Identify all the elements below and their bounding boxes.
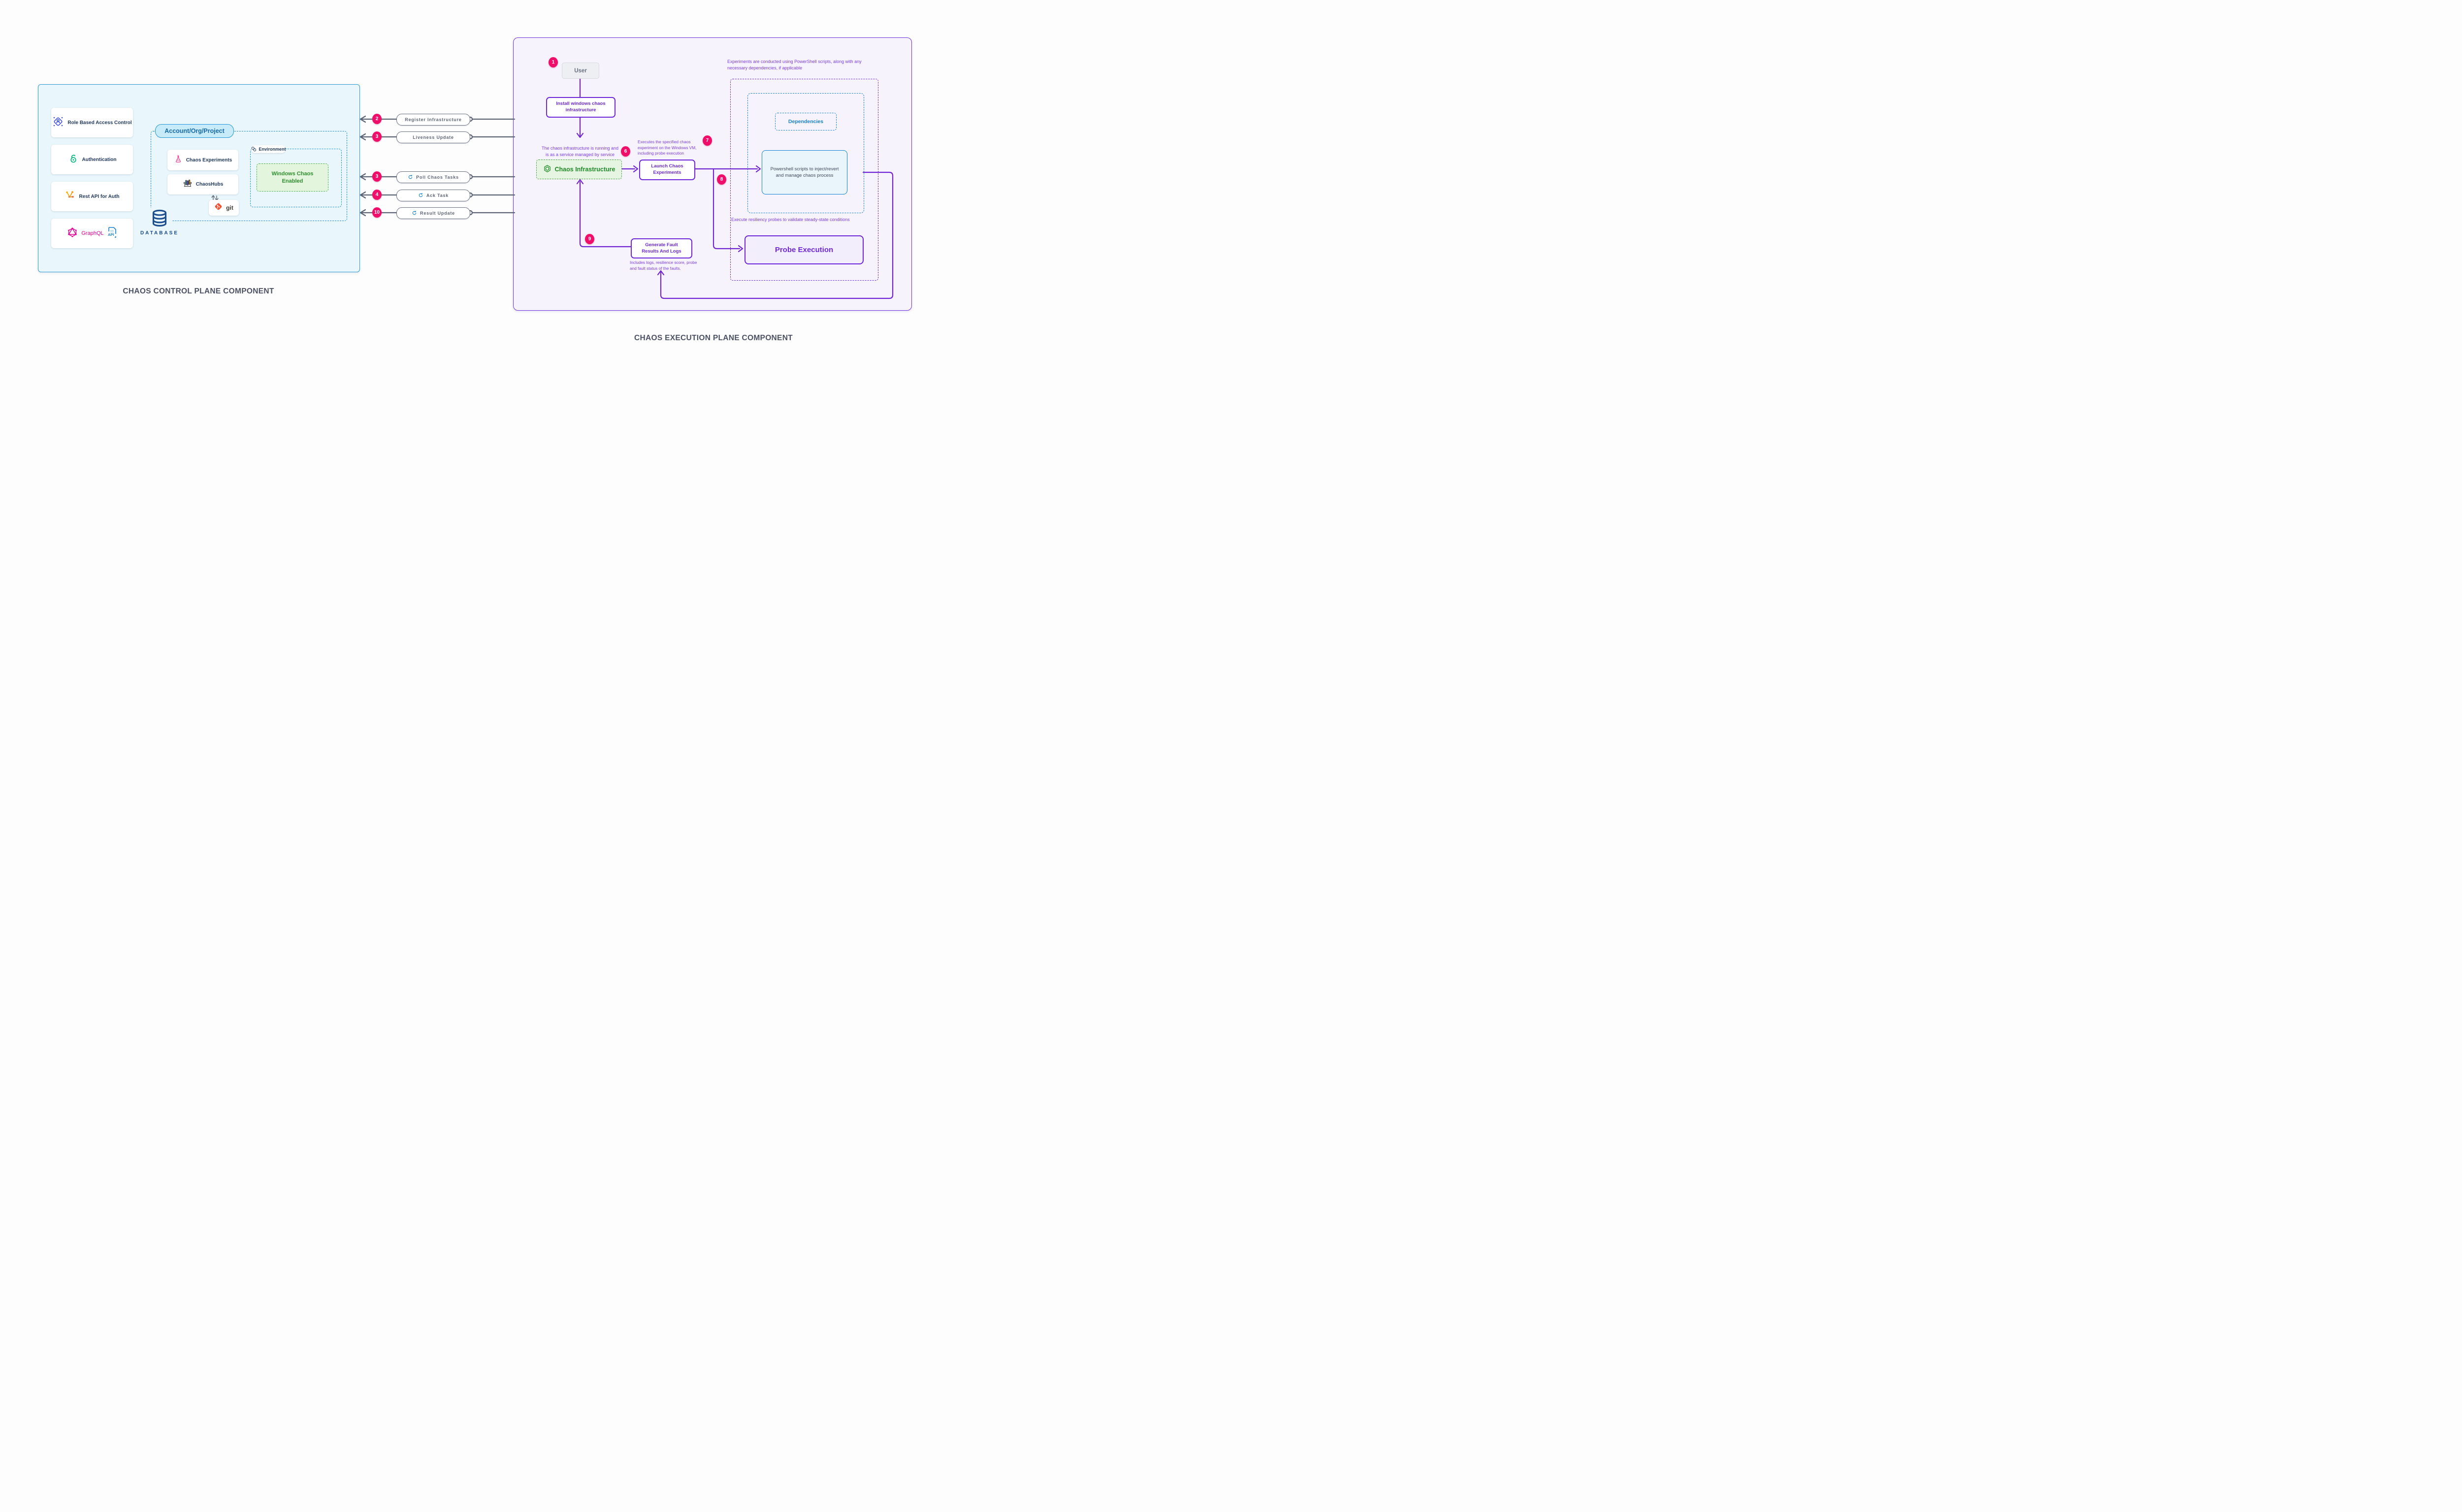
hub-git-sync-arrows: [211, 195, 219, 201]
account-org-project-pill: Account/Org/Project: [155, 124, 234, 138]
step-badge-6: 6: [621, 146, 630, 157]
register-infrastructure-pill: Register Infrastructure: [396, 114, 470, 126]
sync-icon: [412, 210, 417, 217]
probe-note: Execute resiliency probes to validate st…: [731, 217, 850, 222]
environment-label: Environment: [259, 147, 286, 152]
graphql-label: GraphQL: [81, 230, 104, 236]
environment-label-pill: Environment: [251, 145, 286, 153]
powershell-note: Experiments are conducted using PowerShe…: [727, 59, 862, 70]
execution-plane-caption: CHAOS EXECUTION PLANE COMPONENT: [634, 334, 793, 342]
sync-icon: [408, 174, 413, 181]
authentication-label: Authentication: [82, 157, 117, 162]
svg-text:API: API: [108, 232, 114, 237]
chaoshubs-card: ChaosHubs: [167, 174, 238, 194]
graphql-card: GraphQL API: [51, 219, 133, 248]
install-infrastructure-box: Install windows chaos infrastructure: [546, 97, 616, 118]
generate-note: Includes logs, resilience score, probe a…: [630, 260, 697, 271]
rest-api-card: Rest API for Auth: [51, 182, 133, 211]
poll-chaos-tasks-label: Poll Chaos Tasks: [416, 175, 459, 180]
flask-icon: [174, 155, 183, 166]
launch-chaos-experiments-label: Launch Chaos Experiments: [651, 163, 683, 175]
hexagons-icon: [251, 146, 257, 153]
step-badge-4: 4: [372, 190, 382, 200]
chaos-infrastructure-box: Chaos Infrastructure: [536, 160, 622, 179]
api-network-icon: [65, 190, 75, 203]
powershell-scripts-label: Powershell scripts to inject/revert and …: [770, 166, 839, 178]
powershell-experiment-group: [730, 79, 878, 281]
step-badge-3: 3: [372, 131, 382, 142]
liveness-update-pill: Liveness Update: [396, 131, 470, 143]
chaoshubs-label: ChaosHubs: [195, 182, 224, 187]
open-lock-icon: [68, 153, 79, 166]
sync-icon: [418, 193, 423, 199]
generate-fault-results-label: Generate Fault Results And Logs: [642, 242, 681, 254]
register-infrastructure-label: Register Infrastructure: [405, 117, 462, 122]
user-label: User: [574, 67, 587, 74]
ack-task-label: Ack Task: [426, 193, 449, 198]
result-update-label: Result Update: [420, 211, 455, 216]
hexagon-icon: [543, 164, 551, 174]
windows-chaos-enabled-box: Windows Chaos Enabled: [257, 163, 328, 192]
step-badge-8: 8: [717, 174, 726, 185]
git-icon: [214, 202, 223, 213]
account-org-project-label: Account/Org/Project: [164, 128, 225, 134]
ack-task-pill: Ack Task: [396, 190, 470, 201]
launch-chaos-experiments-box: Launch Chaos Experiments: [639, 160, 695, 180]
rbac-card: Role Based Access Control: [51, 108, 133, 137]
environment-group: [250, 149, 342, 207]
step-badge-7: 7: [703, 135, 712, 146]
api-doc-icon: API: [107, 226, 117, 241]
control-plane-caption: CHAOS CONTROL PLANE COMPONENT: [123, 287, 274, 295]
rest-api-label: Rest API for Auth: [79, 193, 120, 199]
chaos-infrastructure-label: Chaos Infrastructure: [554, 166, 616, 173]
authentication-card: Authentication: [51, 145, 133, 174]
dependencies-label: Dependencies: [788, 119, 824, 125]
database-label: DATABASE: [140, 230, 179, 236]
git-label: git: [226, 204, 233, 211]
probe-execution-label: Probe Execution: [775, 246, 834, 254]
user-box: User: [562, 63, 599, 79]
windows-chaos-enabled-label: Windows Chaos Enabled: [271, 171, 314, 184]
probe-execution-box: Probe Execution: [745, 235, 864, 264]
scripts-dependencies-group: [747, 93, 864, 213]
liveness-update-label: Liveness Update: [413, 135, 454, 140]
test-tube-rack-icon: [183, 178, 193, 191]
dependencies-box: Dependencies: [775, 113, 837, 130]
step-badge-3b: 3: [372, 171, 382, 182]
account-org-project-group: [151, 131, 347, 221]
generate-fault-results-box: Generate Fault Results And Logs: [631, 238, 692, 258]
graphql-icon: [67, 227, 78, 240]
step-badge-10: 10: [372, 207, 382, 218]
database-icon: [147, 208, 172, 228]
diagram-canvas: Role Based Access Control Authentication: [0, 0, 949, 378]
poll-chaos-tasks-pill: Poll Chaos Tasks: [396, 171, 470, 183]
install-infrastructure-label: Install windows chaos infrastructure: [556, 101, 606, 113]
execution-flow-lines: [576, 77, 894, 299]
result-update-pill: Result Update: [396, 207, 470, 219]
step-badge-2: 2: [372, 114, 382, 124]
chaos-experiments-card: Chaos Experiments: [167, 150, 238, 170]
step-badge-1: 1: [549, 57, 558, 67]
git-card: git: [209, 200, 239, 216]
powershell-scripts-box: Powershell scripts to inject/revert and …: [762, 150, 847, 194]
rbac-icon: [52, 116, 64, 130]
rbac-label: Role Based Access Control: [67, 120, 132, 126]
step-badge-9: 9: [585, 234, 594, 244]
chaos-experiments-label: Chaos Experiments: [186, 157, 232, 163]
launch-note: Executes the specified chaos experiment …: [638, 139, 697, 156]
